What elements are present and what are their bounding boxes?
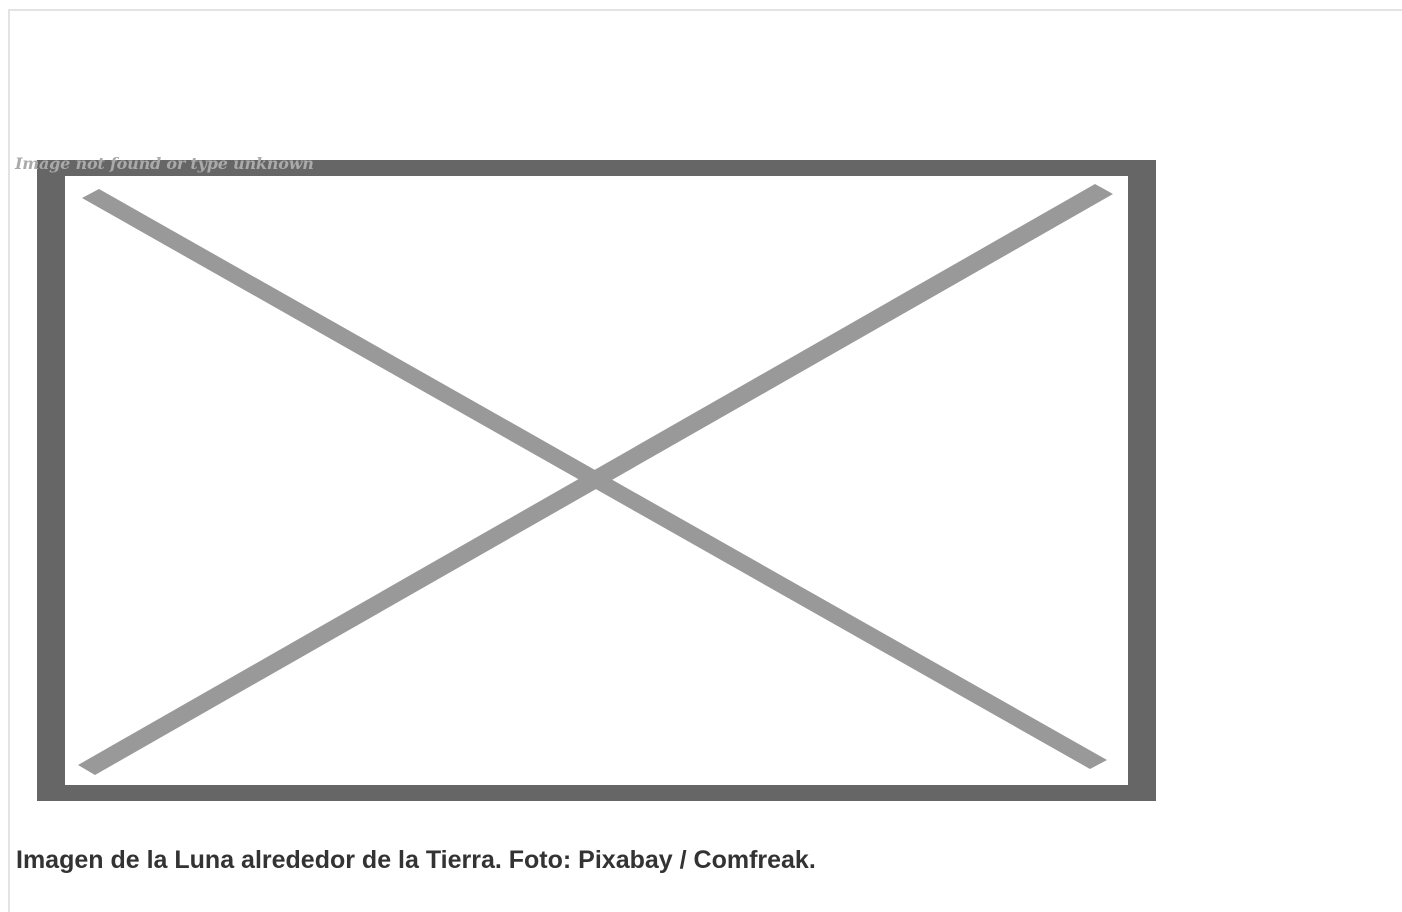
broken-image-placeholder-icon — [37, 160, 1156, 801]
broken-image-alt-text: Image not found or type unknown — [15, 154, 314, 173]
cross-line-ascending — [78, 184, 1113, 775]
broken-image-placeholder — [37, 160, 1156, 801]
figure-caption: Imagen de la Luna alrededor de la Tierra… — [16, 846, 816, 874]
